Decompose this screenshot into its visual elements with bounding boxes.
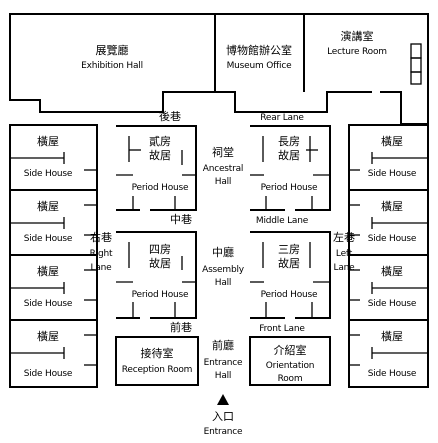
right-lane-en1: Right (90, 249, 113, 259)
front-lane-en: Front Lane (259, 324, 305, 334)
middle-block (116, 231, 331, 319)
exhibition-hall-cn: 展覽廳 (96, 43, 129, 57)
right-lane: 右巷 Right Lane (90, 230, 114, 273)
ancestral-hall-en2: Hall (215, 177, 231, 187)
entrance-en: Entrance (204, 427, 243, 437)
fourth-house-cn2: 故居 (149, 256, 171, 270)
orientation-room-cn: 介紹室 (274, 343, 307, 357)
entrance: 入口 Entrance (204, 394, 243, 437)
right-side-house-3: 橫屋 Side House (368, 264, 417, 309)
entrance-hall-cn: 前廳 (212, 338, 234, 352)
right-side-house-2: 橫屋 Side House (368, 199, 417, 244)
ancestral-hall: 祠堂 Ancestral Hall (203, 146, 244, 187)
entrance-hall-en1: Entrance (204, 358, 243, 368)
side-house-en: Side House (368, 369, 417, 379)
assembly-hall-en2: Hall (215, 278, 231, 288)
entrance-arrow-icon (217, 394, 229, 405)
museum-office-cn: 博物館辦公室 (226, 43, 292, 57)
orientation-room-en1: Orientation (266, 361, 315, 371)
third-period-house: 三房 故居 Period House (261, 243, 319, 300)
side-house-en: Side House (368, 299, 417, 309)
exhibition-hall: 展覽廳 Exhibition Hall (81, 43, 143, 71)
ancestral-hall-en1: Ancestral (203, 164, 243, 174)
left-side-houses (9, 124, 98, 388)
fourth-house-cn1: 四房 (149, 243, 171, 256)
front-block (115, 336, 331, 386)
right-side-houses (348, 124, 429, 388)
first-house-cn2: 故居 (278, 148, 300, 162)
reception-room-cn: 接待室 (141, 346, 174, 360)
first-house-cn1: 長房 (278, 135, 300, 148)
middle-lane-cn: 中巷 (170, 213, 192, 226)
side-house-cn: 橫屋 (37, 264, 59, 278)
side-house-cn: 橫屋 (381, 134, 403, 148)
right-side-house-4: 橫屋 Side House (368, 329, 417, 379)
orientation-room-en2: Room (278, 374, 303, 384)
rear-lane-cn: 後巷 (159, 109, 181, 123)
left-lane-en1: Left (336, 249, 353, 259)
side-house-cn: 橫屋 (37, 134, 59, 148)
left-lane: 左巷 Left Lane (333, 231, 355, 273)
side-house-cn: 橫屋 (37, 329, 59, 343)
reception-room-en: Reception Room (122, 365, 193, 375)
entrance-hall-en2: Hall (215, 371, 231, 381)
side-house-en: Side House (24, 169, 73, 179)
second-period-house: 貳房 故居 Period House (132, 134, 190, 193)
ancestral-hall-cn: 祠堂 (212, 146, 234, 159)
museum-office-en: Museum Office (227, 61, 292, 71)
side-house-en: Side House (24, 234, 73, 244)
first-period-house: 長房 故居 Period House (261, 135, 319, 193)
fourth-house-en: Period House (132, 290, 189, 300)
second-house-en: Period House (132, 183, 189, 193)
side-house-cn: 橫屋 (381, 264, 403, 278)
front-lane-cn: 前巷 (170, 320, 192, 334)
right-lane-en2: Lane (91, 263, 113, 273)
assembly-hall: 中廳 Assembly Hall (202, 245, 245, 288)
third-house-cn1: 三房 (278, 243, 300, 256)
rear-block (116, 125, 331, 211)
rear-lane-en: Rear Lane (260, 113, 304, 123)
left-side-house-2: 橫屋 Side House (24, 199, 73, 244)
left-lane-en2: Lane (334, 263, 356, 273)
right-side-house-1: 橫屋 Side House (368, 134, 417, 179)
orientation-room: 介紹室 Orientation Room (266, 343, 315, 384)
middle-lane-en: Middle Lane (256, 216, 309, 226)
reception-room: 接待室 Reception Room (122, 346, 193, 375)
lecture-room-cn: 演講室 (341, 29, 374, 43)
entrance-cn: 入口 (212, 410, 234, 423)
second-house-cn2: 故居 (149, 148, 171, 162)
side-house-en: Side House (368, 234, 417, 244)
lecture-room-en: Lecture Room (327, 47, 387, 57)
assembly-hall-en1: Assembly (202, 265, 245, 275)
third-house-cn2: 故居 (278, 256, 300, 270)
side-house-en: Side House (368, 169, 417, 179)
left-lane-cn: 左巷 (333, 231, 355, 244)
side-house-cn: 橫屋 (37, 199, 59, 213)
side-house-cn: 橫屋 (381, 199, 403, 213)
exhibition-hall-en: Exhibition Hall (81, 61, 143, 71)
front-lane: 前巷 Front Lane (170, 320, 306, 334)
fourth-period-house: 四房 故居 Period House (132, 243, 190, 300)
lecture-room: 演講室 Lecture Room (327, 29, 387, 57)
side-house-en: Side House (24, 299, 73, 309)
assembly-hall-cn: 中廳 (212, 245, 234, 259)
rear-lane: 後巷 Rear Lane (159, 109, 305, 123)
side-house-en: Side House (24, 369, 73, 379)
second-house-cn1: 貳房 (149, 134, 171, 148)
left-side-house-3: 橫屋 Side House (24, 264, 73, 309)
middle-lane: 中巷 Middle Lane (170, 213, 309, 226)
right-lane-cn: 右巷 (90, 230, 112, 244)
first-house-en: Period House (261, 183, 318, 193)
entrance-hall: 前廳 Entrance Hall (204, 338, 244, 381)
museum-office: 博物館辦公室 Museum Office (226, 43, 292, 71)
left-side-house-4: 橫屋 Side House (24, 329, 73, 379)
side-house-cn: 橫屋 (381, 329, 403, 343)
third-house-en: Period House (261, 290, 318, 300)
left-side-house-1: 橫屋 Side House (24, 134, 73, 179)
